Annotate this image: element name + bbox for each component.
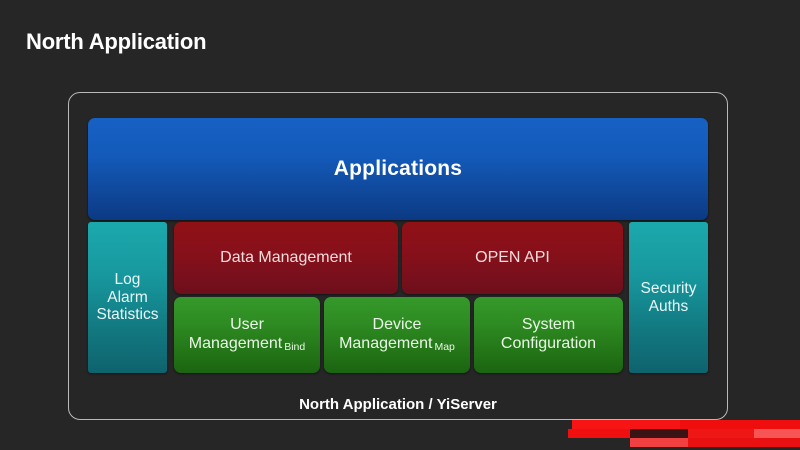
layer-open-api-label: OPEN API xyxy=(475,248,550,266)
layer-data-management-label: Data Management xyxy=(220,248,352,266)
security-line: Security xyxy=(640,279,697,297)
layer-system-configuration[interactable]: System Configuration xyxy=(474,297,623,373)
page-title: North Application xyxy=(26,29,207,54)
layer-applications[interactable]: Applications xyxy=(88,118,708,220)
layer-log-alarm-statistics[interactable]: Log Alarm Statistics xyxy=(88,222,167,373)
user-line: User xyxy=(230,316,264,334)
layer-open-api[interactable]: OPEN API xyxy=(402,222,623,294)
decor-bar xyxy=(568,429,630,438)
decorative-red-bars xyxy=(560,420,800,450)
alarm-line: Alarm xyxy=(107,288,148,306)
diagram-frame xyxy=(68,92,728,420)
architecture-layer-stack: Applications Log Alarm Statistics Data M… xyxy=(88,118,708,373)
management-word: Management xyxy=(339,335,433,352)
user-management-sub-label: Bind xyxy=(284,341,306,353)
device-line: Device xyxy=(372,316,422,334)
diagram-caption: North Application / YiServer xyxy=(299,396,497,413)
log-line: Log xyxy=(114,270,141,288)
layer-applications-label: Applications xyxy=(333,156,463,180)
statistics-line: Statistics xyxy=(96,306,159,324)
decor-bar xyxy=(630,429,688,438)
decor-bar xyxy=(688,438,800,447)
decor-bar xyxy=(680,420,800,429)
management-word: Management xyxy=(188,335,283,352)
decor-bar xyxy=(572,420,680,429)
layer-system-configuration-label: System Configuration xyxy=(501,316,596,353)
layer-data-management[interactable]: Data Management xyxy=(174,222,398,294)
layer-security-auths-label: Security Auths xyxy=(641,280,697,316)
configuration-line: Configuration xyxy=(500,335,597,352)
decor-bar xyxy=(630,438,688,447)
layer-security-auths[interactable]: Security Auths xyxy=(629,222,708,373)
system-line: System xyxy=(521,316,576,334)
decor-bar xyxy=(754,429,800,438)
device-management-sub-label: Map xyxy=(434,341,455,353)
decor-bar xyxy=(688,429,754,438)
layer-log-alarm-statistics-label: Log Alarm Statistics xyxy=(96,271,158,325)
auths-line: Auths xyxy=(648,297,689,315)
